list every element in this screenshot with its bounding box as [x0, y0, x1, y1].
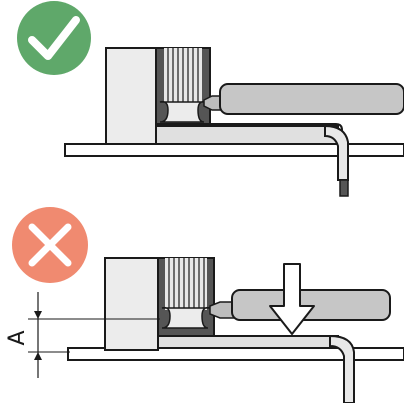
dimension-label: A — [5, 330, 30, 345]
correct-badge — [17, 1, 91, 75]
clip-body — [155, 47, 211, 137]
dimension-arrow-bottom-icon — [34, 352, 42, 360]
press-down-arrow-icon — [269, 263, 315, 335]
clip-body — [157, 257, 215, 345]
panel-incorrect: A — [5, 207, 404, 403]
frame-block — [105, 47, 157, 145]
dimension-a: A — [5, 292, 160, 378]
frame-block — [104, 257, 159, 351]
cable-seated — [155, 123, 349, 197]
dimension-arrow-top-icon — [34, 311, 42, 319]
base-plate — [64, 143, 404, 157]
incorrect-badge — [12, 207, 88, 283]
check-icon — [28, 16, 80, 60]
connector-seated — [203, 83, 404, 115]
cable-unseated — [157, 334, 355, 403]
cross-icon — [28, 223, 72, 267]
panel-correct — [17, 1, 404, 197]
badge-circle — [17, 1, 91, 75]
